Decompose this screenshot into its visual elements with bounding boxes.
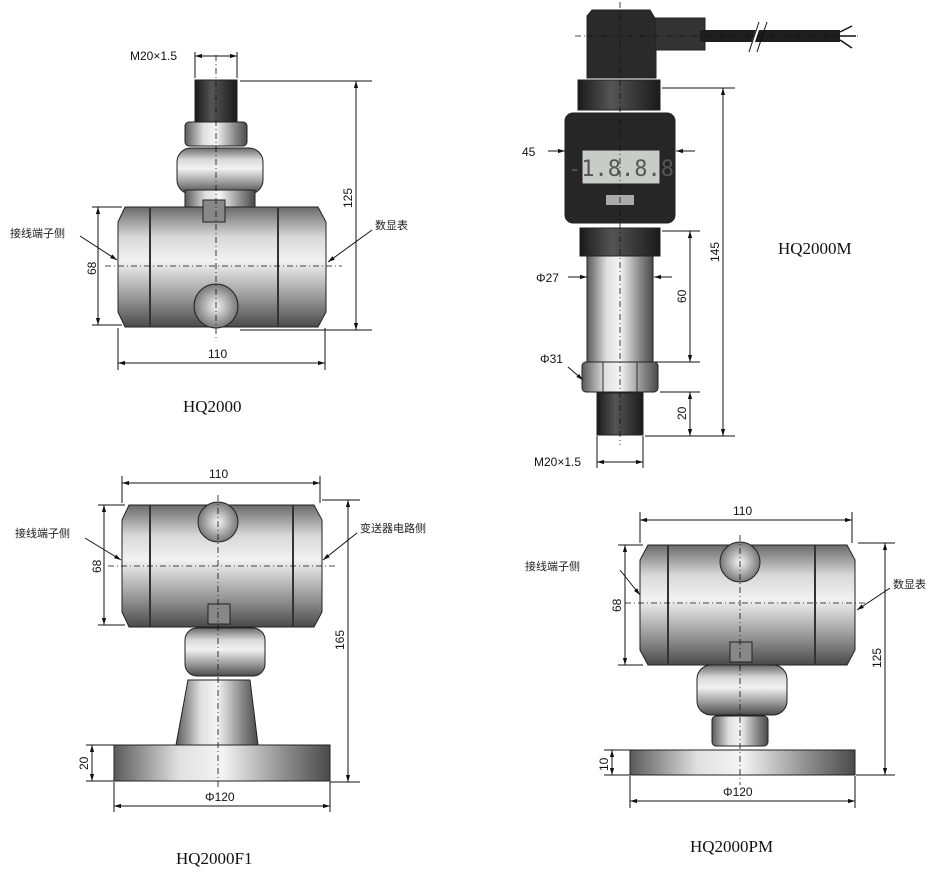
flange	[113, 744, 331, 782]
hq2000m-display-width-label: 45	[522, 145, 536, 159]
hq2000f1-flange-diameter-label: Φ120	[205, 790, 235, 804]
flange	[629, 749, 856, 776]
hq2000f1-height-label: 165	[333, 630, 347, 650]
hq2000f1-circuit-side-label: 变送器电路侧	[360, 521, 426, 535]
hq2000f1-drawing: 110 68 165 20 Φ120 接线端子侧 变送器电路侧 HQ2000F1	[15, 467, 426, 868]
hq2000pm-terminal-side-label: 接线端子侧	[525, 559, 580, 573]
hq2000pm-display-label: 数显表	[893, 577, 926, 591]
hq2000f1-terminal-side-label: 接线端子侧	[15, 526, 70, 540]
cone-adapter	[175, 679, 259, 746]
lcd-screen	[581, 149, 661, 185]
hq2000-display-label: 数显表	[375, 218, 408, 232]
hq2000m-height-label: 145	[708, 242, 722, 262]
hq2000f1-width-label: 110	[209, 467, 228, 481]
hq2000-width-label: 110	[208, 347, 227, 361]
housing	[639, 544, 856, 666]
hq2000m-title: HQ2000M	[778, 239, 852, 258]
hq2000pm-drawing: 110 68 125 10 Φ120 接线端子侧 数显表 HQ2000PM	[525, 504, 926, 856]
hq2000pm-height-label: 125	[870, 648, 884, 668]
hq2000pm-flange-diameter-label: Φ120	[723, 785, 753, 799]
hq2000-title: HQ2000	[183, 397, 242, 416]
hq2000m-thread-length-label: 20	[675, 406, 689, 420]
hq2000-drawing: M20×1.5 125 68 110 接线端子侧 数显表 HQ2000	[10, 49, 408, 416]
hq2000m-drawing: -1.8.8.8 45 145 60 20 Φ27 Φ31 M20×1.5 HQ…	[522, 2, 860, 469]
hq2000m-tube-length-label: 60	[675, 289, 689, 303]
hq2000f1-diameter-label: 68	[90, 559, 104, 573]
hq2000pm-title: HQ2000PM	[690, 837, 773, 856]
elbow-connector	[176, 147, 264, 195]
elbow-connector	[184, 627, 266, 677]
hq2000m-hex-diameter-label: Φ31	[540, 352, 563, 366]
hq2000-terminal-side-label: 接线端子侧	[10, 226, 65, 240]
hq2000f1-flange-thickness-label: 20	[77, 756, 91, 770]
housing	[117, 206, 327, 328]
hq2000pm-diameter-label: 68	[610, 598, 624, 612]
hq2000pm-flange-thickness-label: 10	[597, 757, 611, 771]
elbow-connector	[696, 664, 788, 716]
hq2000-thread-label: M20×1.5	[130, 49, 177, 63]
din-connector	[586, 9, 657, 79]
hq2000m-tube-diameter-label: Φ27	[536, 271, 559, 285]
lcd-reading: -1.8.8.8	[568, 157, 674, 182]
hq2000-height-label: 125	[341, 188, 355, 208]
hq2000m-thread-label: M20×1.5	[534, 455, 581, 469]
hq2000pm-width-label: 110	[733, 504, 752, 518]
hq2000f1-title: HQ2000F1	[176, 849, 253, 868]
hq2000-diameter-label: 68	[85, 261, 99, 275]
